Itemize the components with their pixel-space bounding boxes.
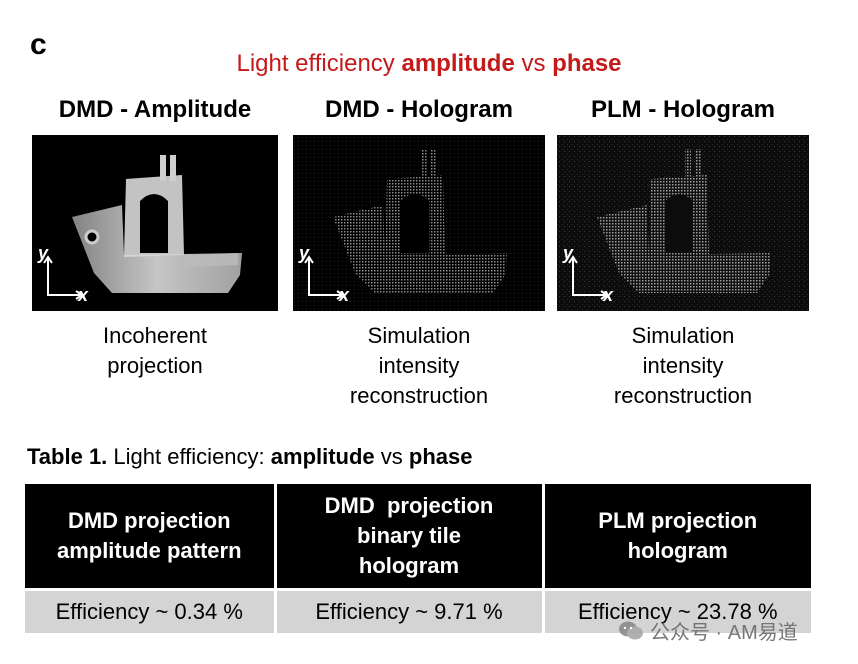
table-cell: Efficiency ~ 9.71 % — [275, 588, 545, 633]
axis-indicator: y x — [563, 243, 614, 305]
column-title: DMD - Amplitude — [58, 96, 252, 123]
table-title: Table 1. Light efficiency: amplitude vs … — [27, 444, 473, 469]
column-plm-hologram: PLM - Hologram y x Simulation — [548, 96, 818, 411]
column-title: DMD - Hologram — [325, 96, 513, 123]
table-header-row: DMD projection amplitude pattern DMD pro… — [25, 484, 811, 590]
boat-image-amplitude: y x — [32, 135, 278, 311]
column-caption: Incoherent projection — [103, 323, 207, 378]
table-cell: Efficiency ~ 0.34 % — [25, 588, 277, 633]
boat-image-dmd-hologram: y x — [293, 135, 545, 311]
chat-bubble-icon — [619, 621, 643, 639]
table-cell: Efficiency ~ 23.78 % — [543, 588, 811, 633]
table-row: Efficiency ~ 0.34 % Efficiency ~ 9.71 % … — [25, 588, 811, 633]
column-dmd-amplitude: DMD - Amplitude y x I — [20, 96, 290, 381]
boat-image-plm-hologram: y x — [557, 135, 809, 311]
figure-title: Light efficiency amplitude vs phase — [236, 50, 622, 77]
watermark: 公众号 · AM易道 — [618, 616, 798, 645]
column-title: PLM - Hologram — [591, 96, 775, 123]
efficiency-table: DMD projection amplitude pattern DMD pro… — [25, 484, 811, 633]
column-caption: Simulation intensity reconstruction — [613, 323, 753, 408]
axis-indicator: y x — [38, 243, 89, 305]
header-plm-hologram: PLM projection hologram — [543, 484, 811, 590]
axis-indicator: y x — [299, 243, 350, 305]
column-dmd-hologram: DMD - Hologram y x Simulation — [284, 96, 554, 411]
column-caption: Simulation intensity reconstruction — [349, 323, 489, 408]
panel-letter: c — [30, 28, 47, 61]
header-dmd-amplitude: DMD projection amplitude pattern — [25, 484, 277, 590]
header-dmd-hologram: DMD projection binary tile hologram — [275, 484, 545, 590]
